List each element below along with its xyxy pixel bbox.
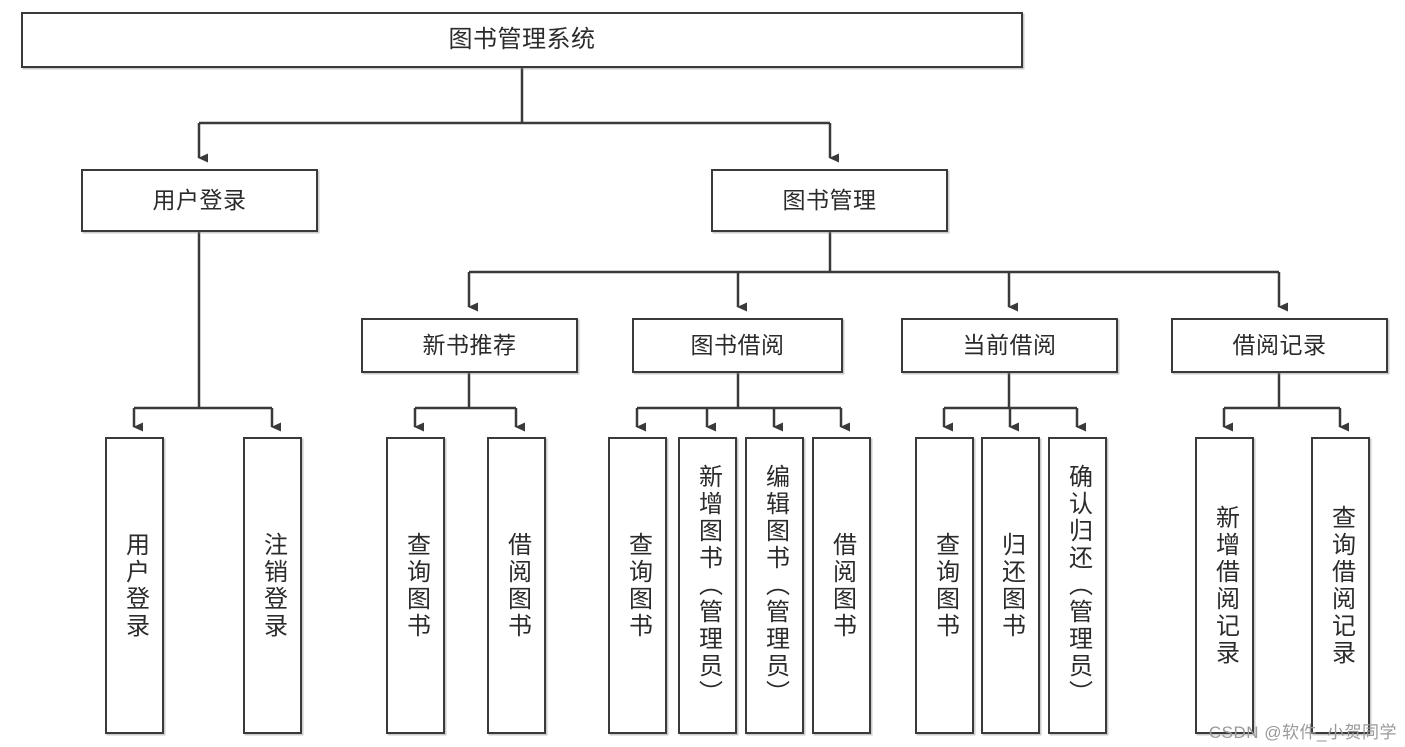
node-leaf-add-borrow-record[interactable]: 新增借阅记录 [1195,437,1254,734]
watermark-text: CSDN @软件_小贺同学 [1208,723,1397,742]
node-label: 借阅图书 [828,531,856,640]
node-label: 借阅记录 [1232,332,1327,359]
node-leaf-borrow-book[interactable]: 借阅图书 [812,437,871,734]
node-label: 用户登录 [121,531,149,640]
node-label: 查询借阅记录 [1327,504,1355,667]
node-book-management[interactable]: 图书管理 [711,169,948,232]
node-leaf-query-book-recommend[interactable]: 查询图书 [386,437,445,734]
node-leaf-user-logout[interactable]: 注销登录 [243,437,302,734]
node-current-borrow[interactable]: 当前借阅 [901,318,1118,373]
node-root-book-management-system[interactable]: 图书管理系统 [21,12,1023,68]
node-leaf-return-book[interactable]: 归还图书 [981,437,1040,734]
node-label: 借阅图书 [503,531,531,640]
node-leaf-edit-book-admin[interactable]: 编辑图书（管理员） [745,437,804,734]
node-new-book-recommend[interactable]: 新书推荐 [361,318,578,373]
node-label: 确认归还（管理员） [1064,464,1092,707]
node-label: 新增借阅记录 [1211,504,1239,667]
node-leaf-borrow-book-recommend[interactable]: 借阅图书 [487,437,546,734]
node-label: 查询图书 [402,531,430,640]
node-label: 归还图书 [997,531,1025,640]
node-label: 查询图书 [624,531,652,640]
node-label: 图书管理 [782,187,877,214]
node-leaf-add-book-admin[interactable]: 新增图书（管理员） [678,437,737,734]
node-label: 图书借阅 [690,332,785,359]
node-leaf-user-login[interactable]: 用户登录 [105,437,164,734]
node-label: 注销登录 [259,531,287,640]
node-borrow-record[interactable]: 借阅记录 [1171,318,1388,373]
node-leaf-confirm-return-admin[interactable]: 确认归还（管理员） [1048,437,1107,734]
node-user-login[interactable]: 用户登录 [81,169,318,232]
node-label: 图书管理系统 [448,26,596,54]
node-leaf-query-book-current[interactable]: 查询图书 [915,437,974,734]
node-book-borrow[interactable]: 图书借阅 [632,318,843,373]
node-label: 当前借阅 [962,332,1057,359]
node-label: 新增图书（管理员） [694,464,722,707]
node-label: 新书推荐 [422,332,517,359]
node-leaf-query-borrow-record[interactable]: 查询借阅记录 [1311,437,1370,734]
node-label: 用户登录 [152,187,247,214]
node-leaf-query-book-borrow[interactable]: 查询图书 [608,437,667,734]
node-label: 查询图书 [931,531,959,640]
node-label: 编辑图书（管理员） [761,464,789,707]
